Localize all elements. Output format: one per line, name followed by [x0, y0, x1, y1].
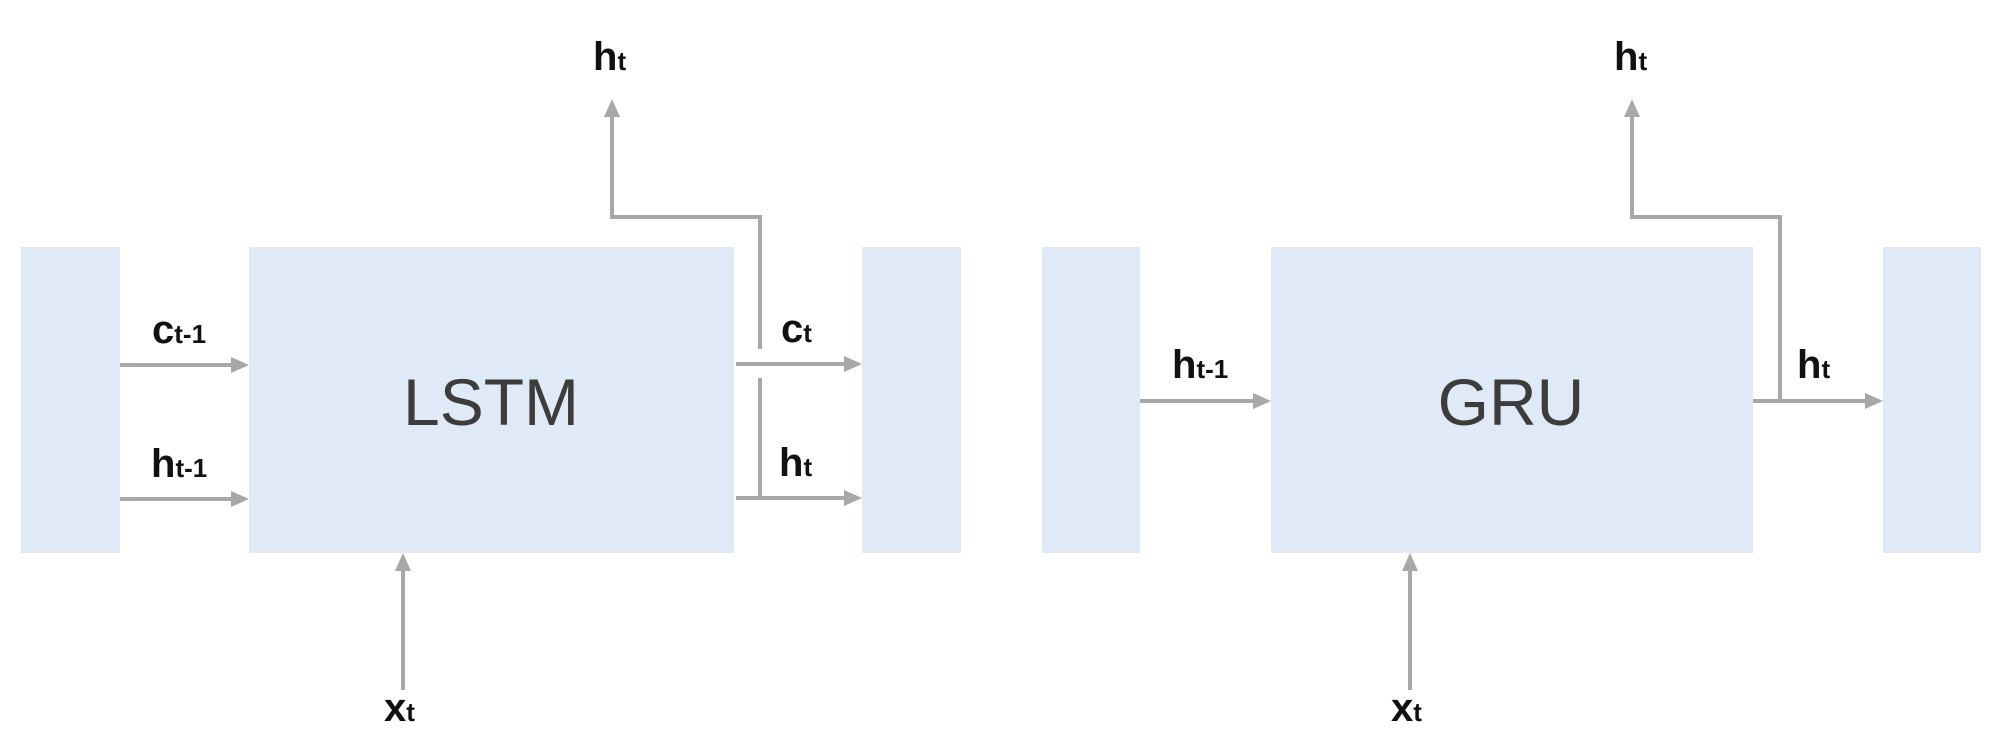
lstm-x-input-arrowhead — [395, 553, 411, 571]
gru-hidden-output-arrowhead — [1865, 393, 1883, 409]
gru-x-input-label: xt — [1391, 686, 1422, 730]
gru-next-state-block — [1883, 247, 1981, 553]
lstm-hidden-output-label: ht — [779, 441, 812, 485]
lstm-x-input-label: xt — [384, 686, 415, 730]
gru-hidden-output-label: ht — [1797, 343, 1830, 387]
gru-prev-state-block — [1042, 247, 1140, 553]
lstm-cell-output-arrowhead — [844, 356, 862, 372]
lstm-prev-state-block — [21, 247, 120, 553]
gru-output-label: ht — [1614, 35, 1647, 79]
gru-output-arrowhead — [1624, 99, 1640, 117]
gru-hidden-input-arrowhead — [1253, 393, 1271, 409]
lstm-cell-output-label: ct — [781, 307, 812, 351]
gru-x-input-arrowhead — [1402, 553, 1418, 571]
lstm-hidden-input-label: ht-1 — [151, 442, 207, 486]
lstm-panel: LSTM ct-1 ht-1 ct ht ht xt — [21, 35, 961, 730]
gru-title: GRU — [1438, 365, 1585, 439]
gru-output-path — [1630, 115, 1782, 401]
lstm-output-arrowhead — [604, 99, 620, 117]
lstm-hidden-input-arrowhead — [231, 491, 249, 507]
gru-panel: GRU ht-1 ht ht xt — [1042, 35, 1981, 730]
lstm-cell-box — [249, 247, 734, 553]
lstm-output-label: ht — [593, 35, 626, 79]
lstm-title: LSTM — [403, 365, 579, 439]
lstm-cell-input-arrowhead — [231, 357, 249, 373]
gru-cell-box — [1271, 247, 1753, 553]
lstm-output-path — [610, 115, 762, 349]
lstm-hidden-output-arrowhead — [844, 490, 862, 506]
lstm-cell-input-label: ct-1 — [152, 308, 206, 352]
lstm-next-state-block — [862, 247, 961, 553]
gru-hidden-input-label: ht-1 — [1172, 343, 1228, 387]
